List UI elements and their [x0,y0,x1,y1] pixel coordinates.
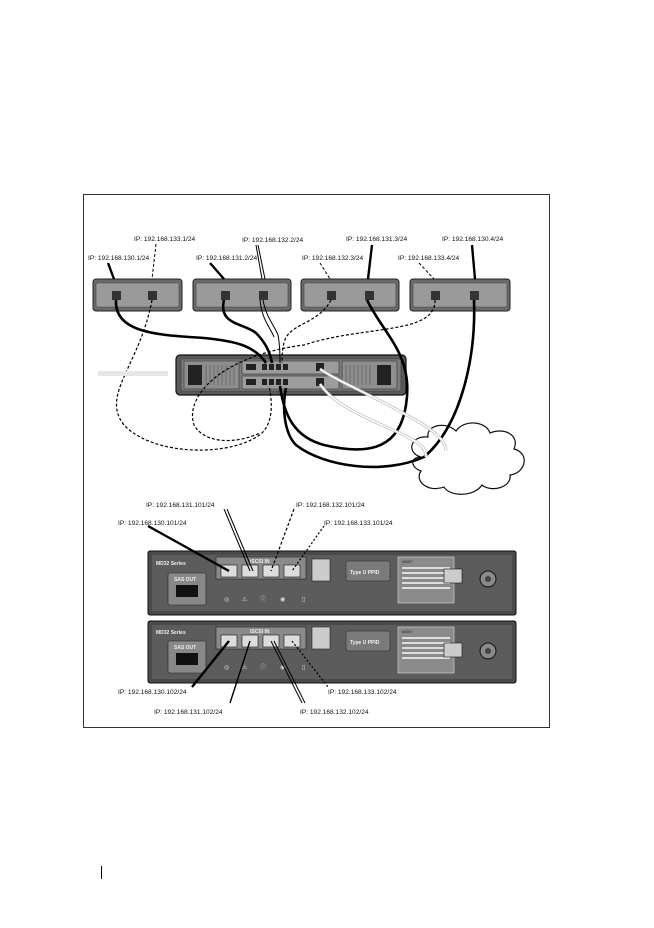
cable-host3-a [278,299,409,451]
rear-controller-1 [241,375,340,390]
host2-ip-lower: IP: 192.168.131.2/24 [196,255,258,262]
host3-ip-lower: IP: 192.168.132.3/24 [302,255,364,262]
host2-ip-upper: IP: 192.168.132.2/24 [242,237,304,244]
module0-series-label: MD32 Series [156,561,186,567]
latch-handle [311,558,331,582]
host4-ip-lower: IP: 192.168.133.4/24 [398,255,460,262]
module1-iscsi-label: iSCSI IN [250,629,270,635]
host-server-4 [409,278,511,312]
warning-icon: ⚠ [242,596,248,603]
cabling-diagram: IP: 192.168.133.1/24 IP: 192.168.130.1/2… [88,236,525,716]
page-margin-rule [101,866,102,879]
host-nic-port [112,291,121,300]
controller0-port0-ip: IP: 192.168.130.101/24 [118,520,187,527]
sas-out-port [176,653,198,665]
controller1-port1-ip: IP: 192.168.131.102/24 [154,709,223,716]
host-server-2 [192,278,292,312]
host3-ip-upper: IP: 192.168.131.3/24 [346,236,408,243]
cable-host1-a [114,299,268,364]
cable-host4-a [282,299,476,469]
power-socket-icon [188,365,202,385]
module1-series-label: MD32 Series [156,630,186,636]
latch-handle [311,626,331,650]
module0-ppid-label: Type U PPID [350,570,380,576]
host4-ip-upper: IP: 192.168.130.4/24 [442,236,504,243]
power-icon: ◎ [224,596,229,603]
host-nic-port [431,291,440,300]
host-nic-port [221,291,230,300]
module1-sas-out-label: SAS OUT [174,645,196,651]
module0-mgmt-label: MGMT [402,560,412,564]
mgmt-port [443,568,463,584]
controller-module-0: MD32 Series SAS OUT iSCSI IN ◎ ⚠ ⓘ ◉ ▯ T… [147,550,517,616]
controller1-port3-ip: IP: 192.168.133.102/24 [328,689,397,696]
host-nic-port [365,291,374,300]
identify-icon: ◉ [280,596,285,603]
cable-host1-b [115,299,272,451]
cable-host3-b [281,299,332,364]
network-cloud [411,422,525,495]
host-server-1 [92,278,183,312]
info-icon: ⓘ [260,663,266,671]
divider-bar [98,371,168,376]
info-icon: ⓘ [260,595,266,603]
power-socket-icon [377,365,391,385]
host1-ip-upper: IP: 192.168.133.1/24 [134,236,196,243]
controller-module-1: MD32 Series SAS OUT iSCSI IN ◎ ⚠ ⓘ ◉ ▯ T… [147,620,517,684]
cables [106,243,477,469]
mgmt-port [443,642,463,658]
controller1-port0-ip: IP: 192.168.130.102/24 [118,689,187,696]
power-icon: ◎ [224,664,229,671]
storage-array-enclosure [175,354,407,396]
network-diagram-figure: IP: 192.168.133.1/24 IP: 192.168.130.1/2… [83,194,550,728]
cable-host4-b [191,299,436,442]
iscsi-port-3 [283,564,301,578]
module0-sas-out-label: SAS OUT [174,577,196,583]
host-nic-port [470,291,479,300]
host-nic-port [148,291,157,300]
sas-out-port [176,585,198,597]
battery-icon: ▯ [302,596,305,603]
host1-ip-lower: IP: 192.168.130.1/24 [88,255,150,262]
module0-iscsi-label: iSCSI IN [250,559,270,565]
controller0-port2-ip: IP: 192.168.132.101/24 [296,502,365,509]
host-nic-port [327,291,336,300]
warning-icon: ⚠ [242,664,248,671]
controller1-port2-ip: IP: 192.168.132.102/24 [300,709,369,716]
identify-icon: ◉ [280,664,285,671]
host-nic-port [259,291,268,300]
module1-ppid-label: Type U PPID [350,640,380,646]
host-server-3 [300,278,400,312]
battery-icon: ▯ [302,664,305,671]
controller0-port1-ip: IP: 192.168.131.101/24 [146,502,215,509]
module1-mgmt-label: MGMT [402,630,412,634]
controller0-port3-ip: IP: 192.168.133.101/24 [324,520,393,527]
cable-host2-b [262,299,281,364]
